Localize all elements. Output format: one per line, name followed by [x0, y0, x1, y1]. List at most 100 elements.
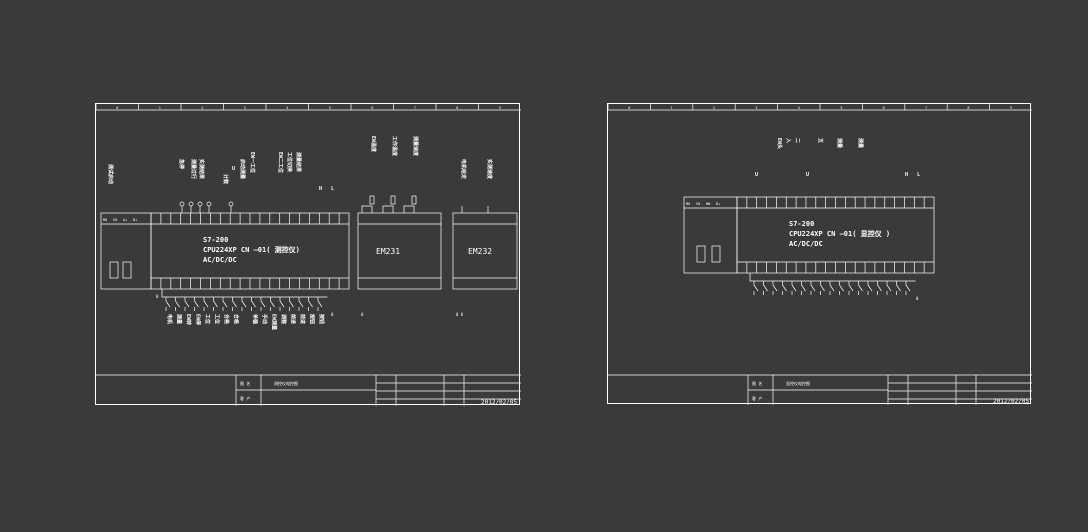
cpu-title: CPU224XP CN —01( 测控仪): [203, 245, 300, 254]
zero-label: 0: [916, 296, 919, 301]
analog-label: 工作温度: [391, 136, 398, 157]
cpu-bottom-terminals: [160, 278, 340, 289]
em232-label: EM232: [468, 247, 492, 256]
bottom-signal-label: EW停: [195, 314, 202, 325]
zero-label: 0: [331, 312, 334, 317]
bottom-signal-label: 工位: [204, 314, 211, 324]
ruler-number: 0: [628, 106, 630, 110]
ruler-number: 4: [798, 106, 800, 110]
drawing-name-value: 测控仪电控图: [274, 380, 298, 386]
ruler-number: 9: [1010, 106, 1012, 110]
bottom-signal-label: 合格: [223, 313, 230, 325]
psu-symbol-1: [696, 245, 706, 263]
signal-label: 计数: [222, 174, 229, 185]
svg-text:M0: M0: [103, 218, 107, 222]
svg-text:M0: M0: [686, 202, 690, 206]
bottom-wiring: [161, 289, 328, 311]
analog-label: EW温度: [370, 136, 377, 153]
em231-label: EM231: [376, 247, 400, 256]
em232-label-top: 电机给定: [460, 159, 467, 179]
signal-label: U: [232, 166, 235, 172]
em232-top-labels: 电机给定 实测速度: [460, 159, 493, 213]
ruler-number: 7: [925, 106, 927, 110]
svg-text:B+: B+: [133, 218, 137, 222]
signal-label: 工位切换: [286, 152, 293, 173]
bottom-wiring: [749, 273, 916, 295]
zero-label: 0 U: [456, 312, 464, 317]
client-label: 客 户: [752, 395, 762, 401]
ruler-number: 3: [755, 106, 757, 110]
top-signal-labels: 急停 测量过行 实测结果 计数 U 启动测量 EW一工位 EW二工位 工位切换 …: [178, 152, 302, 185]
top-signal-labels: U EW头 入 二 U 五 测量 测量: [755, 138, 864, 178]
bottom-signal-label: 电机: [166, 314, 173, 324]
bottom-signal-label: 前进: [290, 314, 297, 324]
analog-input-labels: EW温度 工作温度 测量速度: [361, 136, 419, 213]
zero-label: 0: [361, 312, 364, 317]
psu-symbol-2: [711, 245, 721, 263]
ruler-number: 5: [840, 106, 842, 110]
title-block: 图 名 显控仪电控图 客 户 2012/02/05: [608, 374, 1032, 405]
bottom-signal-label: EW测量: [271, 314, 278, 330]
em231-module: [357, 212, 442, 290]
h-label: H: [905, 172, 908, 178]
signal-label: 二: [794, 138, 800, 143]
signal-label: 实测结果: [198, 159, 205, 180]
signal-label: 测量过行: [190, 159, 197, 179]
title-block: 图 名 测控仪电控图 客 户 2012/02/05: [96, 374, 521, 406]
analog-label: 测量速度: [412, 136, 419, 157]
drawing-name-value: 显控仪电控图: [786, 380, 810, 386]
drawing-name-label: 图 名: [752, 380, 762, 386]
ruler-number: 6: [371, 106, 373, 110]
drawing-date: 2012/02/05: [993, 398, 1030, 405]
l-label: L: [917, 172, 920, 178]
signal-label: EW头: [776, 138, 783, 149]
svg-text:MW: MW: [706, 202, 711, 206]
zero-label: 0: [156, 294, 159, 299]
cpu-model: S7-200: [789, 220, 814, 228]
cpu-top-terminals: [160, 213, 340, 224]
power-supply-block: [100, 212, 152, 290]
ruler-number: 6: [883, 106, 885, 110]
psu-symbol-1: [109, 261, 119, 279]
bottom-signal-label: 手动: [261, 314, 268, 324]
cpu-top-terminals: [746, 197, 925, 208]
client-label: 客 户: [240, 395, 250, 401]
bottom-signal-label: 合格: [233, 313, 240, 325]
em232-label-top: 实测速度: [486, 159, 493, 180]
ruler-number: 7: [414, 106, 416, 110]
svg-text:V0: V0: [113, 218, 117, 222]
signal-label: 测量结果: [295, 152, 302, 173]
signal-label: 测量: [857, 138, 864, 148]
test-start-label: 测试启动: [107, 164, 114, 184]
bottom-signal-label: 前进: [299, 314, 306, 324]
svg-text:A+: A+: [123, 218, 127, 222]
bottom-signal-label: 按钮: [309, 314, 316, 324]
ruler-number: 2: [713, 106, 715, 110]
power-supply-block: [683, 196, 738, 274]
cpu-model: S7-200: [203, 236, 228, 244]
signal-label: 五: [817, 138, 823, 143]
signal-label: 启动测量: [239, 159, 246, 179]
cpu-title: CPU224XP CN —01( 显控仪 ): [789, 229, 890, 238]
cpu-power: AC/DC/DC: [203, 256, 237, 264]
bottom-signal-label: 工位: [214, 314, 221, 324]
signal-label: EW二工位: [277, 152, 284, 173]
ruler-number: 9: [499, 106, 501, 110]
ruler-number: 1: [671, 106, 673, 110]
ruler-number: 2: [201, 106, 203, 110]
h-label: H: [319, 186, 322, 192]
bottom-signal-label: 测量: [176, 314, 183, 324]
ruler-number: 8: [456, 106, 458, 110]
signal-label: U: [806, 172, 809, 178]
signal-label: EW一工位: [249, 152, 256, 173]
em232-module: [452, 212, 518, 290]
signal-label: 测量: [836, 138, 843, 148]
ruler-number: 4: [286, 106, 288, 110]
